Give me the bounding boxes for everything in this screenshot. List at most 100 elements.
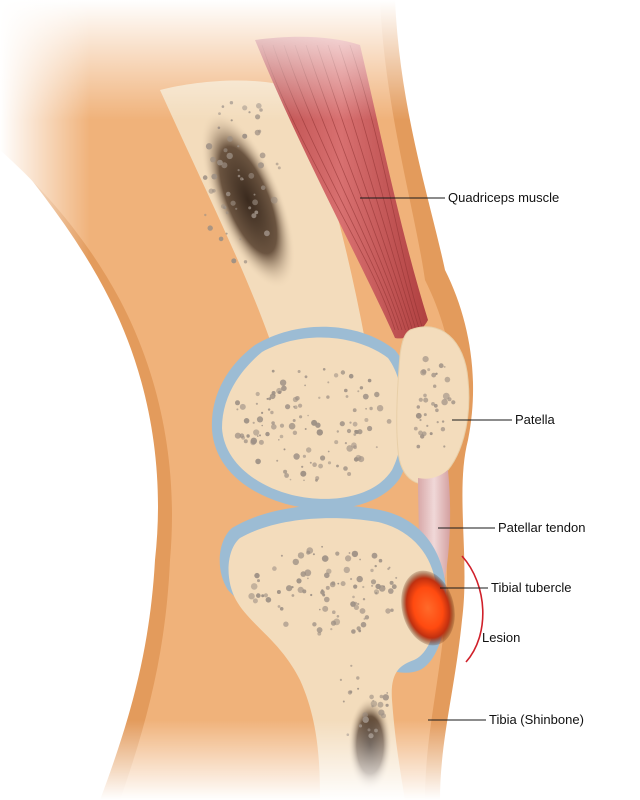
bone-pore	[280, 554, 283, 557]
bone-pore	[365, 407, 367, 410]
bone-pore	[301, 465, 304, 468]
bone-pore	[375, 592, 378, 595]
bone-pore	[315, 478, 318, 482]
bone-pore	[292, 396, 298, 403]
bone-pore	[386, 419, 392, 424]
bone-pore	[343, 566, 350, 574]
bone-pore	[324, 596, 330, 603]
bone-pore	[327, 450, 330, 453]
bone-pore	[354, 429, 358, 434]
bone-pore	[221, 162, 228, 169]
bone-pore	[304, 375, 308, 379]
bone-pore	[385, 703, 389, 707]
bone-pore	[422, 431, 427, 437]
bone-pore	[416, 405, 420, 409]
bone-pore	[379, 694, 384, 699]
bone-pore	[353, 584, 358, 589]
bone-pore	[360, 621, 367, 628]
lesion-label: Lesion	[482, 630, 520, 645]
bone-pore	[241, 435, 246, 440]
bone-pore	[288, 422, 296, 430]
bone-pore	[443, 365, 446, 368]
bone-pore	[421, 369, 427, 374]
bone-pore	[435, 408, 439, 413]
bone-pore	[255, 593, 261, 598]
bone-pore	[304, 569, 312, 577]
bone-pore	[217, 126, 221, 130]
bone-pore	[293, 405, 295, 408]
bone-pore	[225, 191, 231, 197]
bone-pore	[363, 617, 366, 620]
bone-pore	[289, 478, 292, 481]
bone-pore	[312, 462, 317, 468]
bone-pore	[279, 607, 284, 611]
bone-pore	[248, 206, 252, 210]
bone-pore	[226, 152, 233, 160]
bone-pore	[298, 403, 303, 408]
bone-pore	[284, 473, 289, 478]
bone-pore	[261, 411, 264, 414]
bone-pore	[318, 396, 321, 399]
bone-pore	[362, 585, 365, 589]
bone-pore	[257, 162, 264, 169]
bone-pore	[422, 356, 429, 363]
bone-pore	[334, 440, 339, 445]
bone-pore	[243, 260, 248, 264]
bone-pore	[250, 583, 258, 590]
femur-marrow-cavity	[200, 111, 296, 289]
bone-pore	[254, 129, 261, 136]
bone-pore	[312, 553, 315, 556]
bone-pore	[427, 368, 431, 372]
bone-pore	[356, 575, 363, 583]
bone-pore	[316, 429, 323, 436]
bone-pore	[367, 425, 373, 432]
bone-pore	[342, 700, 345, 703]
bone-pore	[321, 545, 323, 548]
bone-pore	[357, 602, 360, 606]
patella-label: Patella	[515, 412, 556, 427]
bone-pore	[281, 385, 287, 392]
bone-pore	[370, 568, 374, 573]
bone-pore	[257, 579, 260, 583]
bone-pore	[277, 166, 281, 170]
bone-pore	[283, 469, 288, 474]
bone-pore	[270, 196, 278, 204]
bone-pore	[248, 593, 255, 600]
bone-pore	[270, 410, 274, 415]
bone-pore	[339, 421, 345, 427]
bone-pore	[239, 238, 242, 241]
bone-pore	[418, 430, 423, 436]
bone-pore	[279, 423, 285, 428]
bone-pore	[304, 384, 306, 387]
bone-pore	[416, 444, 421, 449]
bone-pore	[223, 148, 228, 153]
lesion-area	[401, 570, 455, 646]
bone-pore	[367, 378, 372, 383]
bone-pore	[264, 230, 270, 237]
top-fade	[0, 0, 640, 120]
bone-pore	[426, 424, 429, 427]
bone-pore	[254, 572, 260, 579]
bone-pore	[332, 610, 336, 614]
bone-pore	[217, 159, 223, 166]
bone-pore	[353, 433, 357, 436]
bone-pore	[350, 601, 356, 607]
bone-pore	[370, 700, 378, 707]
bone-pore	[336, 430, 339, 433]
bone-pore	[336, 615, 340, 618]
bone-pore	[418, 397, 423, 402]
bone-pore	[235, 400, 240, 406]
bone-pore	[322, 605, 329, 612]
bone-pore	[353, 457, 359, 462]
bone-pore	[359, 386, 364, 390]
bone-pore	[443, 445, 446, 448]
bone-pore	[383, 585, 385, 588]
bone-pore	[378, 558, 383, 563]
bone-pore	[348, 552, 351, 554]
bone-pore	[243, 418, 250, 424]
bone-pore	[210, 156, 216, 163]
bone-pore	[381, 713, 386, 719]
bone-pore	[350, 664, 353, 667]
bone-pore	[207, 225, 213, 231]
bone-pore	[320, 590, 325, 595]
